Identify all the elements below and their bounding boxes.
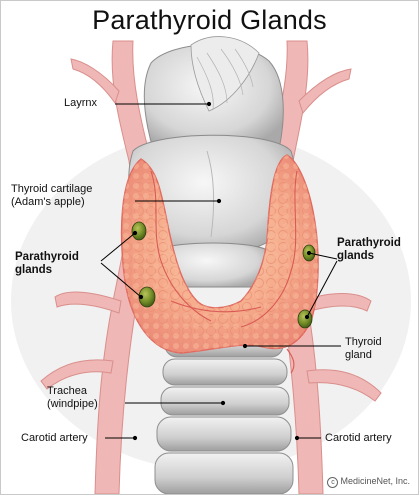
credit-text: MedicineNet, Inc. <box>340 476 410 486</box>
label-parathyroid-right-line2: glands <box>337 250 375 262</box>
leader-lines <box>100 101 341 441</box>
label-trachea-line1: Trachea <box>47 385 87 397</box>
label-carotid-artery-left: Carotid artery <box>21 432 88 444</box>
label-thyroid-cartilage-line2: (Adam's apple) <box>11 196 85 208</box>
parathyroid-gland-lower-right <box>297 309 313 329</box>
label-larynx: Layrnx <box>64 97 98 109</box>
label-trachea-line2: (windpipe) <box>47 398 98 410</box>
label-parathyroid-right: Parathyroid glands <box>337 237 401 263</box>
right-carotid-branch-low <box>306 369 382 402</box>
right-carotid-branch-upper <box>298 68 352 115</box>
label-carotid-artery-right: Carotid artery <box>325 432 392 444</box>
label-thyroid-gland: Thyroid gland <box>345 336 382 362</box>
trachea-ring <box>162 358 288 386</box>
label-thyroid-cartilage-line1: Thyroid cartilage <box>11 183 93 195</box>
thyroid-gland-shape <box>120 154 319 374</box>
right-carotid-branch-lower <box>300 293 372 314</box>
parathyroid-gland-upper-left <box>131 221 147 241</box>
diagram-title: Parathyroid Glands <box>92 5 327 35</box>
trachea-ring <box>154 452 294 494</box>
label-trachea: Trachea (windpipe) <box>47 385 98 411</box>
left-carotid-branch-lower <box>54 291 122 314</box>
label-parathyroid-left-line2: glands <box>15 264 53 276</box>
label-thyroid-cartilage: Thyroid cartilage (Adam's apple) <box>11 183 92 209</box>
epiglottis <box>190 36 260 112</box>
label-parathyroid-left-line1: Parathyroid <box>15 251 79 263</box>
label-parathyroid-right-line1: Parathyroid <box>337 237 401 249</box>
left-carotid-branch-low <box>40 359 114 390</box>
trachea-ring <box>156 416 292 452</box>
copyright-icon: c <box>327 477 339 488</box>
label-thyroid-gland-line2: gland <box>345 349 372 361</box>
label-thyroid-gland-line1: Thyroid <box>345 336 382 348</box>
label-parathyroid-left: Parathyroid glands <box>15 251 79 277</box>
trachea-ring <box>160 386 290 416</box>
left-carotid-branch-upper <box>70 58 120 105</box>
